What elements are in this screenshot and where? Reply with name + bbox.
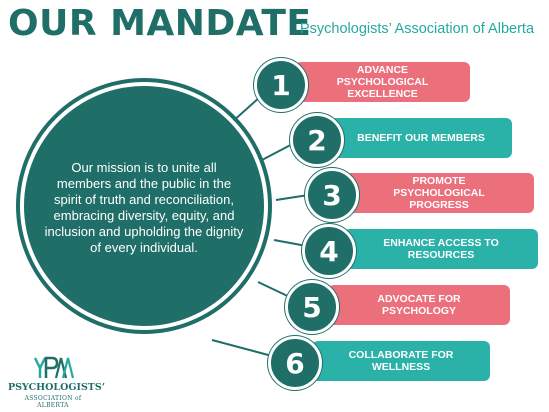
mandate-number-5: 5 xyxy=(285,280,339,334)
mandate-number-6: 6 xyxy=(268,336,322,390)
mandate-number-3: 3 xyxy=(305,168,359,222)
mandate-label-3: PROMOTE PSYCHOLOGICAL PROGRESS xyxy=(393,175,485,211)
mandate-label-5: ADVOCATE FOR PSYCHOLOGY xyxy=(377,293,461,317)
mandate-bar-5: ADVOCATE FOR PSYCHOLOGY xyxy=(328,285,510,325)
mandate-label-6: COLLABORATE FOR WELLNESS xyxy=(348,349,454,373)
mandate-bar-4: ENHANCE ACCESS TO RESOURCES xyxy=(344,229,538,269)
mandate-bar-2: BENEFIT OUR MEMBERS xyxy=(330,118,512,158)
mandate-number-1: 1 xyxy=(254,58,308,112)
mission-circle: Our mission is to unite all members and … xyxy=(24,86,264,326)
page-title: OUR MANDATE xyxy=(8,3,312,44)
organization-name: Psychologists’ Association of Alberta xyxy=(300,21,535,37)
mandate-label-1: ADVANCE PSYCHOLOGICAL EXCELLENCE xyxy=(336,64,429,100)
logo-mark-icon xyxy=(33,356,74,379)
mandate-number-4: 4 xyxy=(302,224,356,278)
mandate-number-2: 2 xyxy=(290,113,344,167)
logo-subtitle: ASSOCIATION of ALBERTA xyxy=(24,395,82,409)
logo-name: PSYCHOLOGISTS’ xyxy=(8,382,106,393)
mandate-bar-3: PROMOTE PSYCHOLOGICAL PROGRESS xyxy=(344,173,534,213)
association-logo: PSYCHOLOGISTS’ ASSOCIATION of ALBERTA xyxy=(8,356,106,409)
mandate-bar-1: ADVANCE PSYCHOLOGICAL EXCELLENCE xyxy=(295,62,470,102)
mandate-bar-6: COLLABORATE FOR WELLNESS xyxy=(312,341,490,381)
mandate-label-2: BENEFIT OUR MEMBERS xyxy=(357,132,485,144)
connector-6 xyxy=(211,339,273,357)
mission-text: Our mission is to unite all members and … xyxy=(44,160,244,255)
mandate-label-4: ENHANCE ACCESS TO RESOURCES xyxy=(383,237,499,261)
